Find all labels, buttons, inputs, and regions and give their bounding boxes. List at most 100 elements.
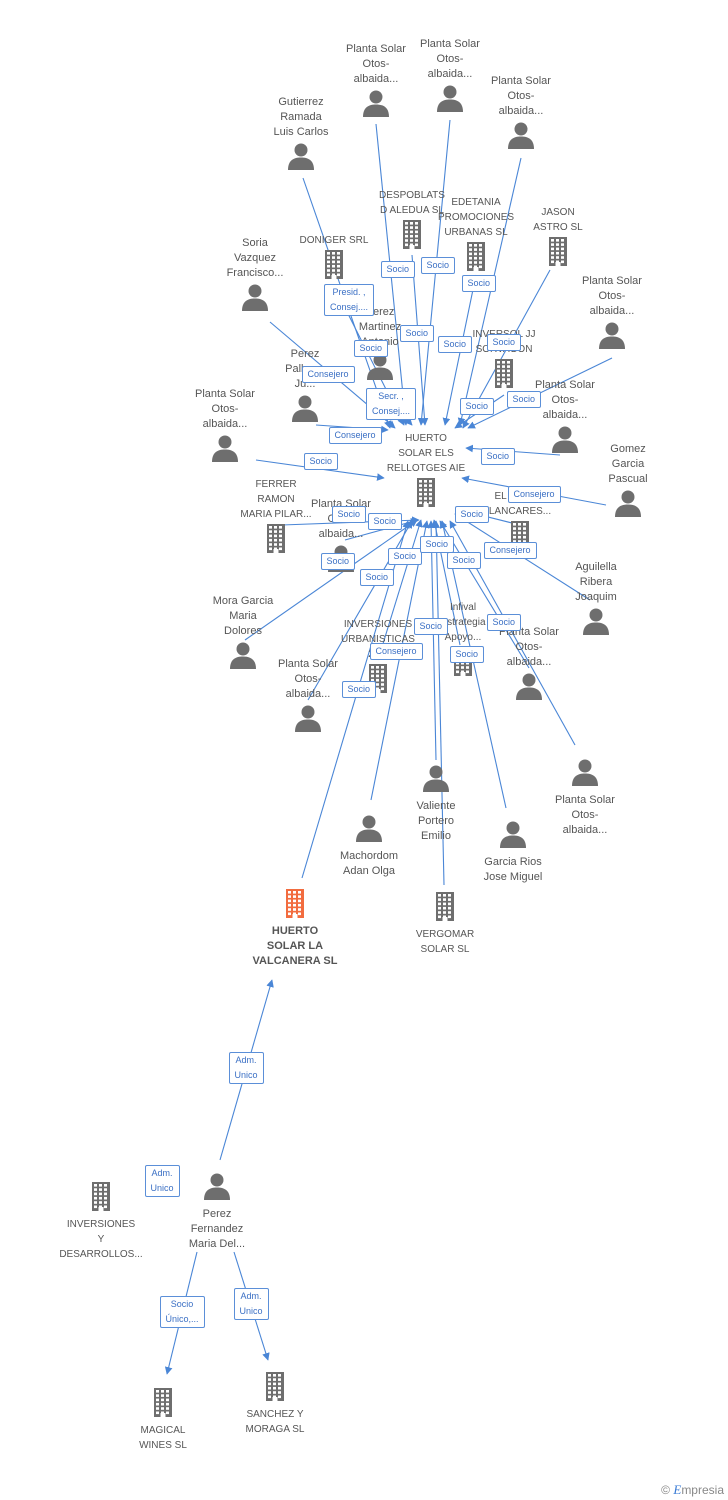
- brand-initial: E: [673, 1482, 682, 1497]
- relation-label[interactable]: Socio: [420, 256, 456, 274]
- relation-label[interactable]: Socio: [353, 339, 389, 357]
- building-icon: [352, 218, 472, 255]
- node-label-line: albaida...: [285, 688, 331, 700]
- node-label-line: albaida...: [498, 105, 544, 117]
- node-label-line: Otos-: [551, 394, 579, 406]
- node-label-line: albaida...: [318, 528, 364, 540]
- node-label-line: Otos-: [211, 403, 239, 415]
- relation-label[interactable]: Adm.Unico: [228, 1052, 264, 1084]
- node-label-line: Ramada: [280, 111, 322, 123]
- relation-label[interactable]: Socio: [459, 397, 495, 415]
- relation-label[interactable]: Consejero: [507, 485, 561, 503]
- relation-label[interactable]: Socio: [331, 505, 367, 523]
- relation-label[interactable]: Socio: [380, 260, 416, 278]
- node-label-line: albaida...: [589, 305, 635, 317]
- relation-label[interactable]: Consejero: [483, 541, 537, 559]
- relation-label[interactable]: Consejero: [328, 426, 382, 444]
- relation-label[interactable]: Socio: [413, 617, 449, 635]
- node-label-line: SANCHEZ Y: [246, 1409, 304, 1420]
- relation-label[interactable]: Secr. ,Consej....: [366, 388, 417, 420]
- node-label-line: ASTRO SL: [533, 222, 583, 233]
- node-doniger[interactable]: DONIGER SRL: [274, 233, 394, 285]
- relation-label[interactable]: Socio: [486, 613, 522, 631]
- relation-label[interactable]: Presid. ,Consej....: [324, 284, 375, 316]
- relation-label[interactable]: Socio: [486, 333, 522, 351]
- relation-label-line: Unico: [234, 1070, 258, 1080]
- node-label: SANCHEZ Y MORAGA SL: [215, 1407, 335, 1437]
- relation-label[interactable]: Socio: [359, 568, 395, 586]
- relation-label[interactable]: Socio: [437, 335, 473, 353]
- relation-label-line: Socio: [393, 550, 417, 561]
- node-sanchez[interactable]: SANCHEZ Y MORAGA SL: [215, 1370, 335, 1437]
- node-label-line: Dolores: [224, 625, 262, 637]
- relation-label[interactable]: Socio: [506, 390, 542, 408]
- relation-label[interactable]: Socio: [419, 535, 455, 553]
- node-label-line: MORAGA SL: [245, 1424, 305, 1435]
- relation-label[interactable]: Socio: [387, 547, 423, 565]
- relation-label[interactable]: Socio: [461, 274, 497, 292]
- relation-label[interactable]: Socio: [449, 645, 485, 663]
- relation-label[interactable]: Socio: [303, 452, 339, 470]
- copyright-mark: ©: [661, 1483, 671, 1497]
- relation-label[interactable]: Socio: [341, 680, 377, 698]
- relation-label[interactable]: Adm.Unico: [233, 1288, 269, 1320]
- node-label-line: MARIA PILAR...: [240, 509, 312, 520]
- relation-label[interactable]: Socio: [446, 551, 482, 569]
- node-label-line: EDETANIA: [451, 197, 501, 208]
- node-label-line: Perez: [290, 348, 320, 360]
- node-label-line: albaida...: [353, 73, 399, 85]
- relation-label[interactable]: Socio: [399, 324, 435, 342]
- node-label-line: FERRER: [255, 479, 297, 490]
- relation-label-line: Socio: [170, 1299, 194, 1309]
- edge-20: [244, 519, 418, 641]
- relation-label[interactable]: Socio: [367, 512, 403, 530]
- relation-label[interactable]: Socio: [454, 505, 490, 523]
- relation-label[interactable]: Consejero: [369, 642, 423, 660]
- node-label-line: Apoyo...: [444, 632, 482, 643]
- node-label-line: Martinez: [358, 321, 402, 333]
- node-label-line: Ribera: [579, 576, 613, 588]
- relation-label[interactable]: Adm.Unico: [144, 1165, 180, 1197]
- relation-label[interactable]: Socio: [480, 447, 516, 465]
- node-label-line: MAGICAL: [140, 1425, 186, 1436]
- relation-label[interactable]: Consejero: [301, 365, 355, 383]
- person-icon: [525, 756, 645, 793]
- relation-label[interactable]: Socio: [320, 552, 356, 570]
- person-icon: [183, 639, 303, 676]
